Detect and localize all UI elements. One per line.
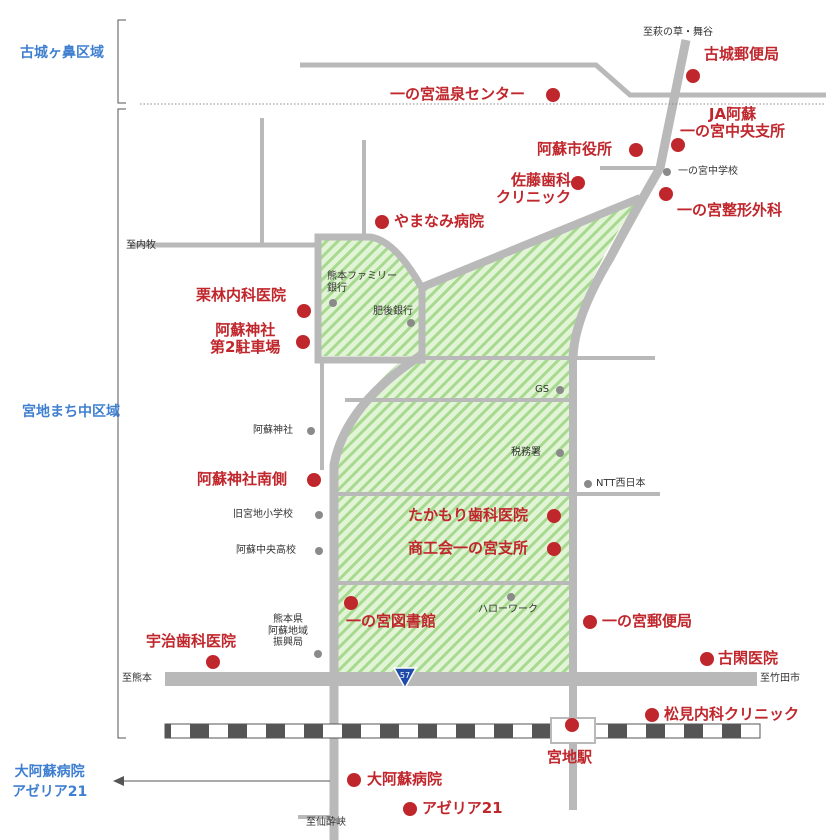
marker-oaso (347, 773, 361, 787)
label-azeria: アゼリア21 (422, 799, 503, 817)
marker-kuribayashi (297, 304, 311, 318)
road-network (130, 39, 826, 840)
label-tax-office: 税務署 (511, 447, 541, 458)
miyaji-bracket (117, 108, 126, 739)
label-library: 一の宮図書館 (346, 612, 437, 630)
marker-city-hall (629, 143, 643, 157)
label-matsumi: 松見内科クリニック (664, 705, 800, 723)
marker-shokokai (547, 542, 561, 556)
marker-seikei (659, 187, 673, 201)
area-label-outside: 大阿蘇病院 アゼリア21 (12, 764, 88, 800)
label-jhs: 一の宮中学校 (678, 166, 738, 177)
label-takamori: たかもり歯科医院 (408, 506, 529, 524)
label-uji: 宇治歯科医院 (146, 632, 237, 650)
label-ntt: NTT西日本 (596, 478, 646, 489)
label-yamanami: やまなみ病院 (394, 212, 485, 230)
marker-furujo-post (686, 69, 700, 83)
arrow-left-icon (113, 776, 330, 786)
label-furujo-post: 古城郵便局 (704, 45, 780, 63)
marker-library (344, 596, 358, 610)
label-station: 宮地駅 (547, 748, 593, 766)
marker-matsumi (645, 708, 659, 722)
label-gs: GS (535, 384, 550, 395)
road-to-sensui: 至仙酔峡 (306, 817, 346, 828)
label-koga: 古閑医院 (718, 649, 779, 667)
marker-uji (206, 655, 220, 669)
label-post: 一の宮郵便局 (602, 612, 693, 630)
furujo-bracket (117, 19, 126, 104)
marker-post (583, 615, 597, 629)
label-family-bank: 熊本ファミリー 銀行 (327, 271, 397, 294)
road-to-uchimaki: 至内牧 (126, 240, 156, 251)
marker-ja-aso (671, 138, 685, 152)
label-ja-aso: JA阿蘇 一の宮中央支所 (680, 105, 786, 141)
label-city-hall: 阿蘇市役所 (537, 140, 613, 158)
label-parking: 阿蘇神社 第2駐車場 (210, 321, 281, 357)
marker-takamori (547, 509, 561, 523)
label-hello-work: ハローワーク (478, 604, 538, 615)
label-prefecture-office: 熊本県 阿蘇地域 振興局 (268, 614, 308, 648)
area-label-miyaji: 宮地まち中区域 (22, 404, 120, 420)
marker-shrine-south (307, 473, 321, 487)
gray-markers (307, 168, 671, 658)
railway (164, 723, 761, 739)
label-shrine-south: 阿蘇神社南側 (197, 470, 288, 488)
area-label-furujo: 古城ヶ鼻区域 (20, 45, 104, 61)
road-to-hagi: 至萩の草・舞谷 (643, 27, 713, 38)
marker-onsen (546, 88, 560, 102)
marker-station (565, 718, 579, 732)
label-seikei: 一の宮整形外科 (677, 201, 783, 219)
marker-koga (700, 652, 714, 666)
label-higo-bank: 肥後銀行 (373, 306, 413, 317)
label-old-school: 旧宮地小学校 (233, 509, 293, 520)
route-number: 57 (400, 671, 410, 680)
upper-block (318, 237, 420, 356)
label-kuribayashi: 栗林内科医院 (196, 286, 287, 304)
marker-parking (296, 335, 310, 349)
road-to-taketa: 至竹田市 (760, 673, 800, 684)
red-markers (206, 69, 714, 816)
label-aso-shrine: 阿蘇神社 (253, 425, 293, 436)
label-oaso: 大阿蘇病院 (367, 770, 443, 788)
route-57-badge: 57 (392, 667, 418, 690)
marker-yamanami (375, 215, 389, 229)
marker-sato-dental (571, 176, 585, 190)
label-sato-dental: 佐藤歯科 クリニック (496, 171, 572, 207)
label-onsen: 一の宮温泉センター (390, 85, 526, 103)
marker-azeria (403, 802, 417, 816)
road-to-kumamoto: 至熊本 (122, 673, 152, 684)
label-chuo-hs: 阿蘇中央高校 (236, 545, 296, 556)
label-shokokai: 商工会一の宮支所 (408, 539, 529, 557)
